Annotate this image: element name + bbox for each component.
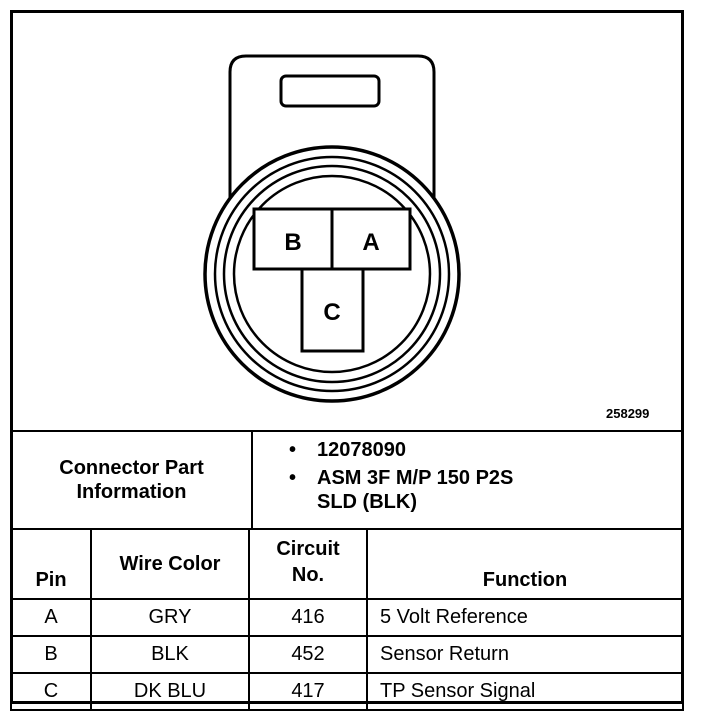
cell-circuit: 416 [248, 598, 368, 637]
header-wire-color: Wire Color [90, 528, 250, 600]
cell-wire-color: DK BLU [90, 672, 250, 711]
header-circuit-line2: No. [291, 564, 325, 586]
part-number-item: • 12078090 [289, 436, 682, 464]
part-description-line1: ASM 3F M/P 150 P2S [317, 467, 514, 489]
connector-part-info-label: Connector Part Information [10, 430, 253, 530]
cell-pin: C [10, 672, 92, 711]
table-row: C DK BLU 417 TP Sensor Signal [10, 672, 684, 711]
cell-function: 5 Volt Reference [366, 598, 684, 637]
pinout-table: Pin Wire Color Circuit No. Function A GR… [10, 528, 684, 711]
figure-id: 258299 [606, 406, 650, 421]
part-info-label-line1: Connector Part [59, 457, 204, 479]
connector-diagram: B A C [203, 54, 461, 403]
bullet-icon: • [289, 467, 297, 489]
pin-b-label: B [284, 229, 301, 256]
header-function: Function [366, 528, 684, 600]
cell-circuit: 452 [248, 635, 368, 674]
table-row: B BLK 452 Sensor Return [10, 635, 684, 674]
part-description-line2: SLD (BLK) [317, 491, 417, 513]
cell-wire-color: GRY [90, 598, 250, 637]
latch-slot [279, 74, 381, 108]
connector-latch-tab [228, 54, 436, 210]
connector-inner-ring [232, 174, 432, 374]
connector-ring-2 [213, 155, 451, 393]
pinout-header-row: Pin Wire Color Circuit No. Function [10, 528, 684, 600]
cell-wire-color: BLK [90, 635, 250, 674]
connector-ring-3 [222, 164, 442, 384]
pin-a-label: A [362, 229, 379, 256]
cell-function: TP Sensor Signal [366, 672, 684, 711]
part-description-item: • ASM 3F M/P 150 P2S [289, 464, 682, 492]
header-circuit-no: Circuit No. [248, 528, 368, 600]
pin-c-cavity [300, 267, 365, 353]
cell-pin: A [10, 598, 92, 637]
pin-a-cavity [330, 207, 412, 271]
cell-pin: B [10, 635, 92, 674]
connector-part-info-table: Connector Part Information • 12078090 • … [10, 430, 684, 530]
pin-c-label: C [323, 299, 340, 326]
header-pin: Pin [10, 528, 92, 600]
part-info-label-line2: Information [76, 481, 187, 503]
cell-function: Sensor Return [366, 635, 684, 674]
cell-circuit: 417 [248, 672, 368, 711]
header-circuit-line1: Circuit [276, 538, 340, 560]
part-number: 12078090 [317, 439, 406, 461]
table-row: A GRY 416 5 Volt Reference [10, 598, 684, 637]
bullet-icon: • [289, 439, 297, 461]
connector-part-info-values: • 12078090 • ASM 3F M/P 150 P2S SLD (BLK… [251, 430, 684, 530]
